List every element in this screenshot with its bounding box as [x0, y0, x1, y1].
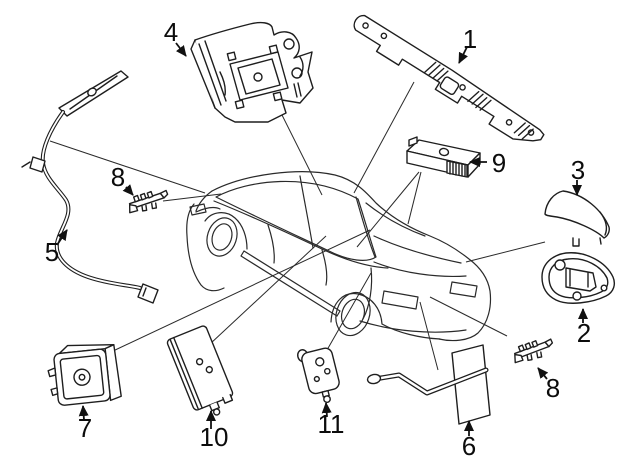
- car-front-wheel-arch: [204, 212, 248, 250]
- plate-holes: [195, 357, 213, 374]
- leader-line: [326, 272, 372, 351]
- callout-8a-arrow: [122, 184, 134, 196]
- callout-7-arrow: [78, 405, 89, 421]
- film-sheet: [451, 344, 491, 425]
- callout-10[interactable]: 10: [200, 422, 229, 452]
- base-holes: [554, 259, 608, 301]
- leader-line: [353, 81, 415, 194]
- callout-8-right[interactable]: 8: [546, 373, 560, 403]
- box-hole: [438, 147, 450, 157]
- callout-labels: 4 1 9 3 2 8 6 11 10 7 5 8: [45, 17, 591, 461]
- rod-tip: [366, 373, 382, 385]
- car-rear-wheel-arch: [330, 292, 383, 325]
- part-3-antenna-fin[interactable]: [544, 190, 610, 247]
- car-underside-rear: [381, 323, 441, 340]
- part-7-control-module[interactable]: [46, 341, 122, 407]
- front-wheel: [206, 217, 238, 257]
- car-trunk-shutline: [373, 261, 467, 277]
- car-illustration: [186, 171, 492, 342]
- callout-1-arrow: [458, 46, 468, 64]
- car-c-pillar: [355, 196, 376, 258]
- leader-line: [49, 140, 206, 194]
- cable-branch-plug: [21, 156, 46, 173]
- fin-foot: [572, 237, 602, 247]
- leader-line: [429, 296, 508, 337]
- car-taillight-right: [449, 281, 478, 298]
- module-tabs: [47, 367, 59, 397]
- callout-8b-arrow: [537, 367, 549, 380]
- callout-6[interactable]: 6: [462, 431, 476, 461]
- car-taillight-left: [381, 290, 419, 310]
- callout-2[interactable]: 2: [577, 318, 591, 348]
- callout-4-arrow: [175, 42, 187, 57]
- car-hood-line: [195, 206, 221, 213]
- cable-end-plug: [137, 283, 159, 304]
- callout-7[interactable]: 7: [78, 413, 92, 443]
- part-8-clip-right[interactable]: [512, 338, 555, 364]
- car-beltline: [213, 200, 389, 269]
- leader-lines: [49, 81, 546, 371]
- bracket-holes: [362, 22, 535, 136]
- leader-line: [281, 114, 323, 196]
- part-10-bracket-plate[interactable]: [166, 325, 238, 422]
- box-tab: [408, 136, 418, 147]
- bracket-square-hole: [439, 76, 460, 96]
- blade-grommet: [87, 87, 97, 97]
- plate-slots: [219, 44, 304, 110]
- part-9-amplifier-box[interactable]: [406, 136, 481, 178]
- car-front-fascia: [186, 190, 225, 292]
- car-door-shutline-rear: [321, 249, 328, 286]
- leader-line: [209, 235, 327, 345]
- car-headlight: [189, 203, 207, 216]
- car-rocker-trim: [240, 250, 341, 317]
- callout-9[interactable]: 9: [492, 148, 506, 178]
- callout-5-arrow: [56, 229, 68, 246]
- module-holes: [313, 357, 331, 383]
- fin-edge-line: [599, 211, 608, 236]
- leader-line: [419, 301, 439, 371]
- part-11-small-module[interactable]: [296, 343, 343, 407]
- leader-line: [356, 171, 420, 248]
- car-deck-crease: [373, 235, 462, 264]
- car-side-glass: [215, 180, 377, 261]
- car-door-shutline-front: [267, 224, 275, 264]
- callout-arrows: [56, 42, 588, 436]
- callout-11[interactable]: 11: [318, 409, 345, 439]
- callout-8-left[interactable]: 8: [111, 162, 125, 192]
- part-6-film-antenna[interactable]: [366, 344, 491, 425]
- base-center-block: [565, 267, 597, 292]
- callout-1[interactable]: 1: [463, 24, 477, 54]
- car-quarter-edge: [362, 267, 373, 320]
- part-4-mounting-plate[interactable]: [190, 21, 314, 123]
- rear-wheel-inner: [340, 298, 366, 330]
- part-8-clip-left[interactable]: [127, 189, 169, 214]
- car-b-pillar: [299, 175, 314, 249]
- bracket-slits: [424, 61, 534, 140]
- car-roofline: [211, 171, 492, 342]
- part-1-roof-strip-bracket[interactable]: [346, 13, 547, 152]
- car-bumper-crease: [359, 320, 467, 333]
- leader-line: [465, 241, 546, 263]
- callout-11-arrow: [321, 402, 332, 418]
- connector-hatching: [449, 161, 466, 177]
- callout-3[interactable]: 3: [571, 155, 585, 185]
- rod-element: [373, 368, 488, 395]
- car-rear-window-edge: [365, 202, 426, 237]
- plate-flange: [190, 39, 227, 109]
- rear-wheel: [335, 291, 371, 337]
- callout-5[interactable]: 5: [45, 237, 59, 267]
- part-2-antenna-base[interactable]: [541, 252, 615, 304]
- front-wheel-inner: [211, 223, 233, 251]
- part-5-antenna-cable[interactable]: [21, 70, 159, 304]
- leader-line: [407, 171, 422, 225]
- callout-4[interactable]: 4: [164, 17, 178, 47]
- leader-line: [162, 193, 222, 202]
